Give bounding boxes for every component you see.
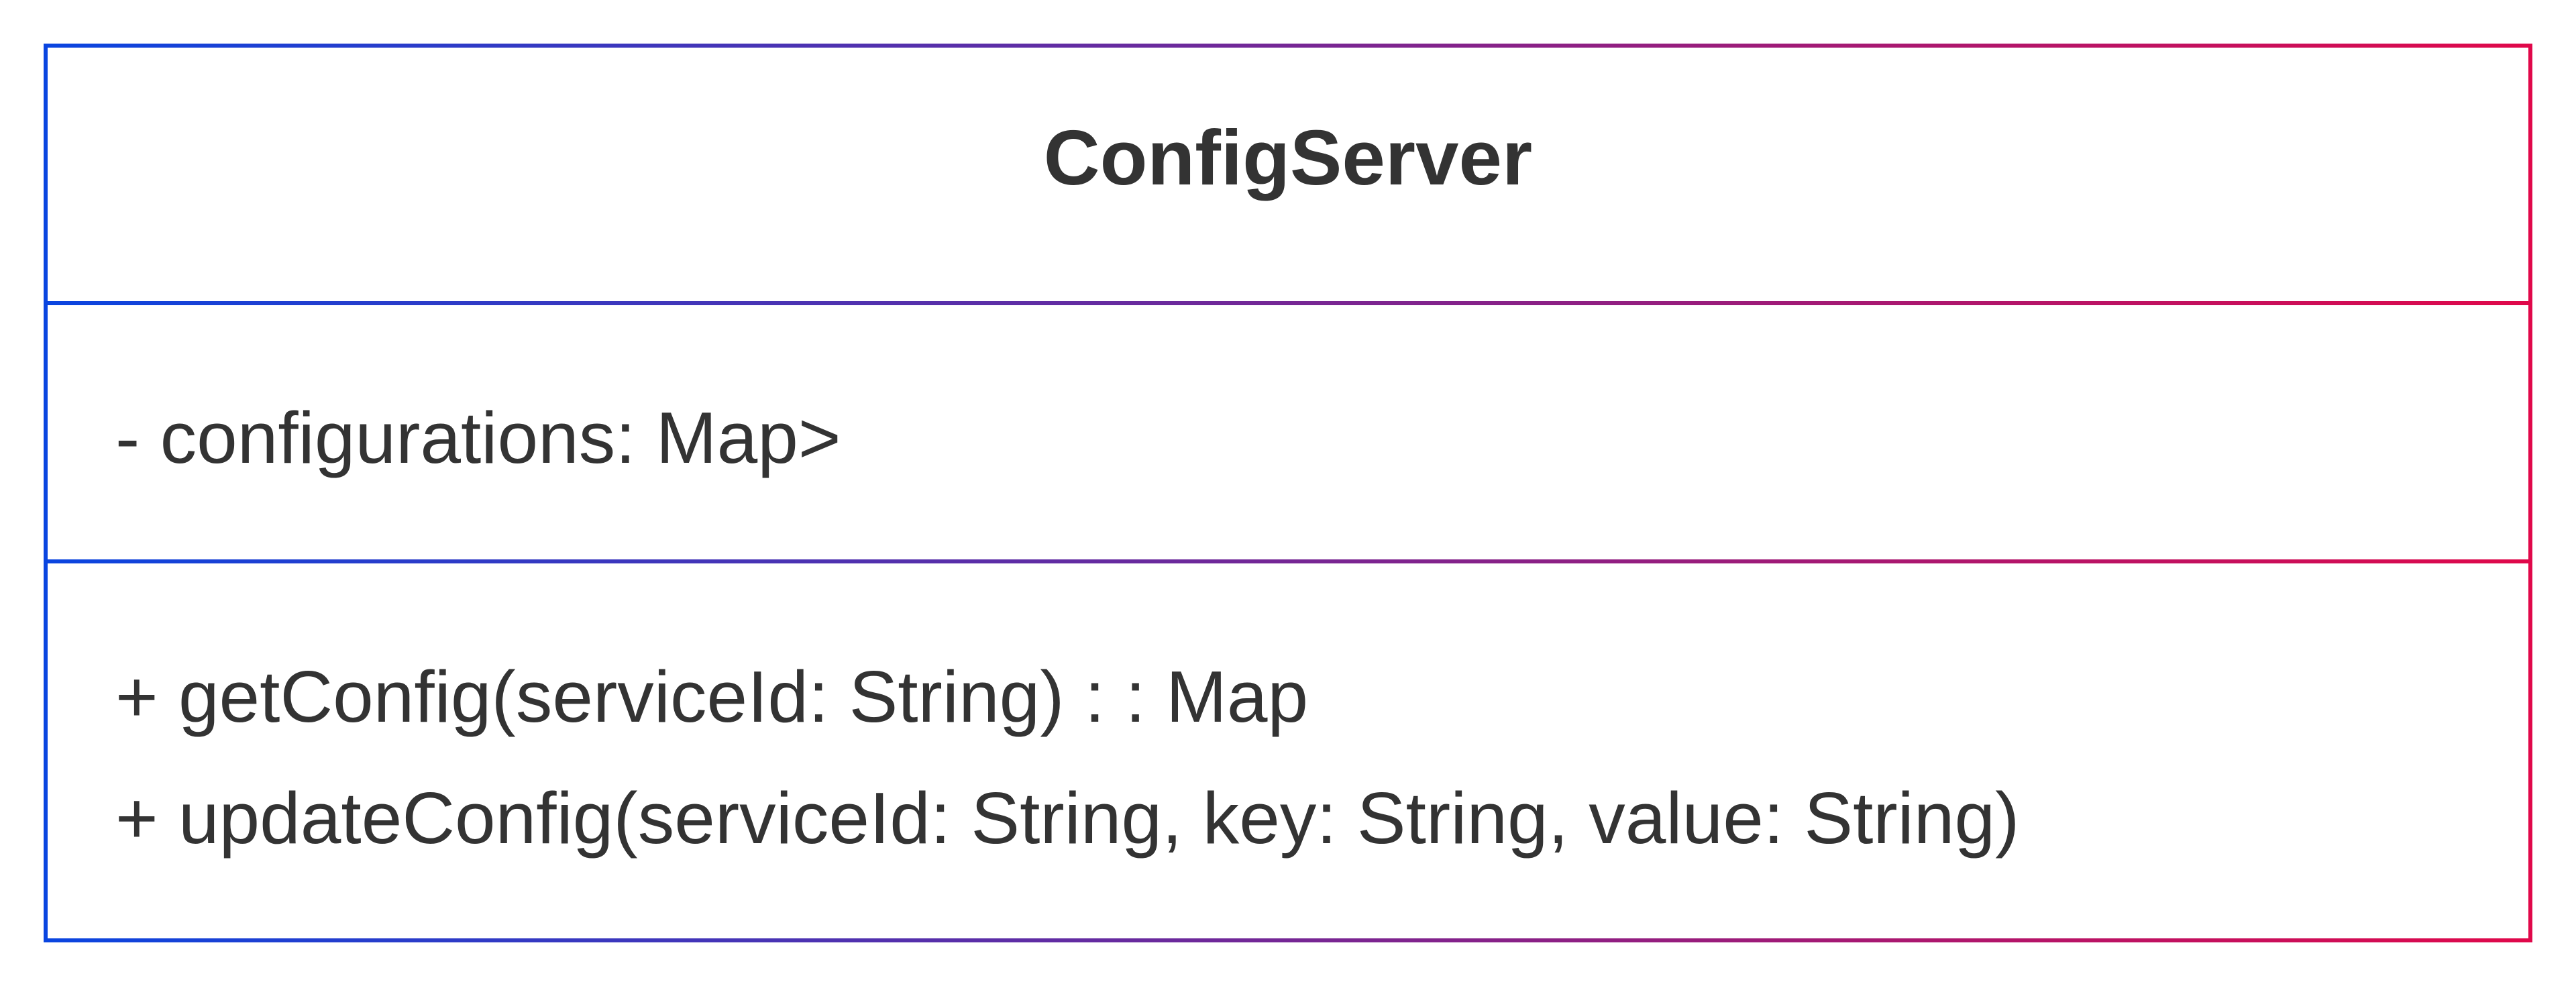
class-box-outline (44, 44, 2532, 942)
method-getconfig: + getConfig(serviceId: String) : : Map (115, 656, 1308, 738)
class-box-configserver[interactable]: ConfigServer - configurations: Map> + ge… (44, 44, 2532, 942)
attribute-configurations: - configurations: Map> (115, 397, 841, 479)
class-name: ConfigServer (1044, 114, 1532, 201)
method-updateconfig: + updateConfig(serviceId: String, key: S… (115, 777, 2019, 859)
